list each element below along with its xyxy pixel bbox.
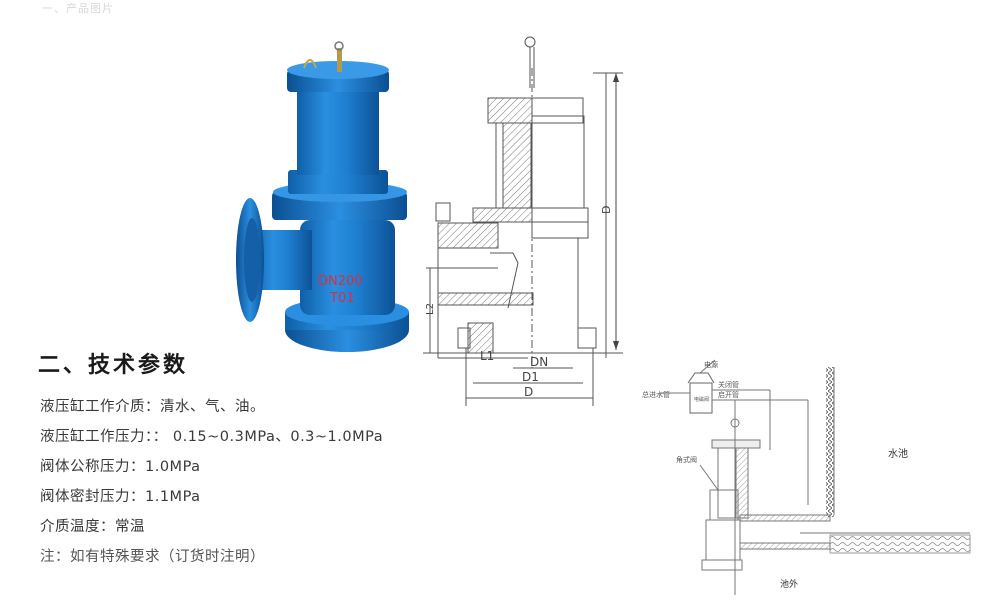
dim-label-l2: L2 — [425, 303, 436, 315]
label-solenoid: 电磁阀 — [694, 396, 709, 403]
param-sep: ： — [100, 519, 115, 535]
label-outside: 池外 — [780, 578, 798, 590]
param-value: 清水、气、油。 — [160, 399, 265, 415]
param-label: 液压缸工作介质 — [40, 399, 145, 415]
label-valve: 角式阀 — [676, 455, 697, 464]
label-open-pipe: 启开管 — [718, 390, 739, 399]
param-sep: ： — [130, 489, 145, 505]
param-label: 阀体公称压力 — [40, 459, 130, 475]
dim-label-d: D — [524, 385, 533, 399]
param-value: 1.1MPa — [145, 489, 201, 505]
param-working-medium: 液压缸工作介质：清水、气、油。 — [40, 392, 383, 422]
order-note: 注：如有特殊要求（订货时注明） — [40, 549, 265, 565]
label-main-inlet: 总进水管 — [642, 390, 670, 399]
dim-label-l1: L1 — [480, 349, 494, 363]
label-close-pipe: 关闭管 — [718, 380, 739, 389]
param-sep: ：： — [145, 429, 168, 445]
param-medium-temperature: 介质温度：常温 — [40, 512, 383, 542]
installation-diagram: 电源 总进水管 电磁阀 关闭管 启开管 角式阀 水池 池外 — [640, 355, 980, 603]
param-value: 1.0MPa — [145, 459, 201, 475]
param-working-pressure: 液压缸工作压力：： 0.15~0.3MPa、0.3~1.0MPa — [40, 422, 383, 452]
label-tank: 水池 — [888, 447, 908, 460]
marking-dn: DN200 — [318, 274, 363, 289]
section-title: 二、技术参数 — [38, 353, 189, 378]
label-power: 电源 — [704, 360, 718, 369]
param-label: 液压缸工作压力 — [40, 429, 145, 445]
param-sep: ： — [130, 459, 145, 475]
param-nominal-pressure: 阀体公称压力：1.0MPa — [40, 452, 383, 482]
faded-header-text: 一、产品图片 — [42, 2, 114, 15]
tech-params-list: 液压缸工作介质：清水、气、油。 液压缸工作压力：： 0.15~0.3MPa、0.… — [40, 392, 383, 572]
product-photo: DN200 T01 — [222, 40, 422, 360]
technical-drawing: D L2 L1 DN D1 D — [418, 28, 633, 413]
param-value: 常温 — [115, 519, 145, 535]
param-label: 介质温度 — [40, 519, 100, 535]
dim-label-height: D — [600, 206, 613, 214]
param-label: 阀体密封压力 — [40, 489, 130, 505]
dim-label-d1: D1 — [522, 370, 539, 384]
param-sep: ： — [145, 399, 160, 415]
param-seal-pressure: 阀体密封压力：1.1MPa — [40, 482, 383, 512]
param-value: 0.15~0.3MPa、0.3~1.0MPa — [172, 429, 384, 445]
dim-label-dn: DN — [530, 355, 548, 369]
marking-model: T01 — [329, 291, 354, 306]
